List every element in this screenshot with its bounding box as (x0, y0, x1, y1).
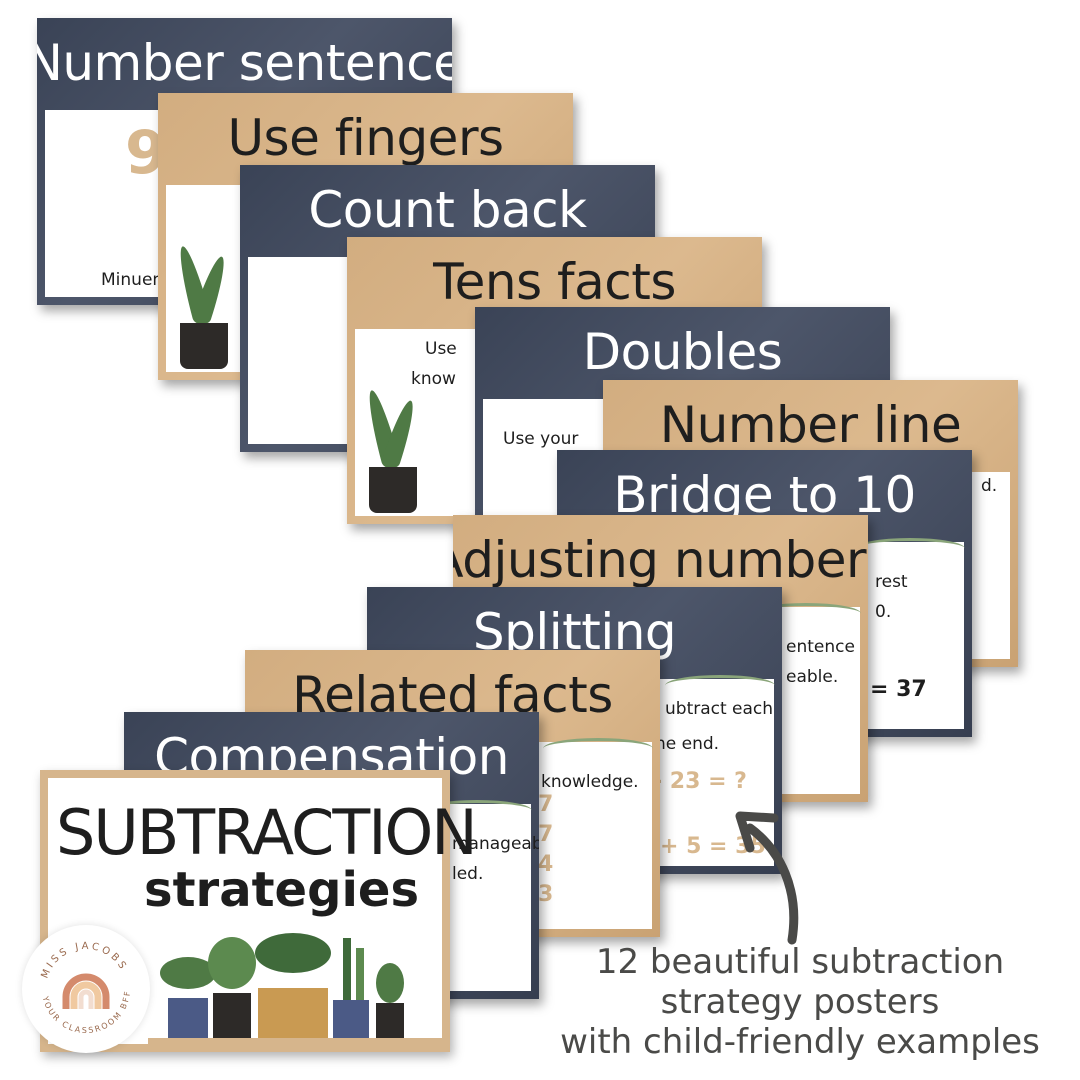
poster-text: - 23 = ? (653, 769, 747, 794)
poster-title: Adjusting numbers (453, 531, 868, 589)
caption: 12 beautiful subtraction strategy poster… (520, 942, 1080, 1062)
poster-text: rest (875, 572, 908, 592)
vine-decoration (422, 800, 532, 821)
poster-title: Number sentence (37, 34, 452, 92)
poster-text: eable. (786, 667, 839, 687)
vine-decoration (855, 538, 965, 559)
poster-title: Tens facts (433, 253, 676, 311)
poster-text: Use (425, 339, 457, 359)
plant-illustration (362, 388, 423, 519)
caption-line: 12 beautiful subtraction (595, 942, 1005, 982)
plant-illustration (173, 244, 234, 375)
poster-text: Minuen (101, 270, 164, 290)
poster-text: 7 (538, 822, 554, 847)
poster-text: know (411, 369, 456, 389)
poster-title: Bridge to 10 (613, 466, 916, 524)
brand-logo: MISS JACOBS YOUR CLASSROOM BFF (22, 925, 150, 1053)
plants-illustration (148, 933, 448, 1044)
poster-text: 4 (538, 852, 554, 877)
caption-line: with child-friendly examples (560, 1022, 1040, 1062)
vine-decoration (665, 675, 775, 696)
poster-title: Use fingers (227, 109, 504, 167)
poster-title: Count back (308, 181, 587, 239)
cover-subtitle: strategies (144, 862, 420, 918)
poster-text: 0. (875, 602, 892, 622)
poster-text: Use your (503, 429, 579, 449)
poster-title: Number line (659, 396, 962, 454)
poster-text: 3 (538, 882, 554, 907)
poster-text: = 37 (870, 677, 927, 702)
poster-text: he end. (655, 734, 720, 754)
poster-text: d. (981, 476, 998, 496)
svg-text:YOUR CLASSROOM BFF: YOUR CLASSROOM BFF (40, 989, 132, 1035)
rainbow-logo-icon: MISS JACOBS YOUR CLASSROOM BFF (39, 941, 132, 1035)
poster-text: 7 (538, 792, 554, 817)
poster-text: led. (452, 864, 484, 884)
vine-decoration (543, 738, 653, 759)
poster-title: Doubles (582, 323, 783, 381)
poster-text: ubtract each (665, 699, 774, 719)
cover-title: SUBTRACTION (56, 796, 478, 869)
curved-arrow-icon (735, 811, 799, 945)
poster-text: entence (786, 637, 855, 657)
vine-decoration (751, 603, 861, 624)
caption-line: strategy posters (660, 982, 940, 1022)
poster-text: knowledge. (541, 772, 639, 792)
